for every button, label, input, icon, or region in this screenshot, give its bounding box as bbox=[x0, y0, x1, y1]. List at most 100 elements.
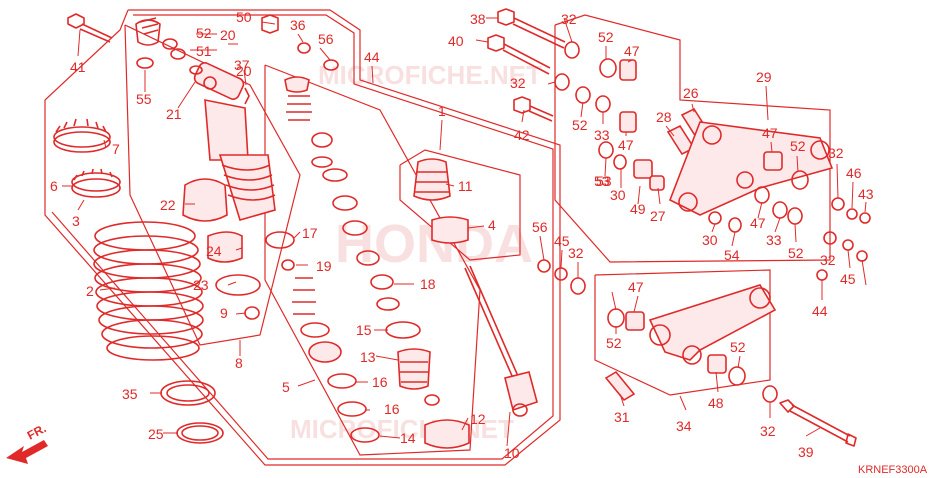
callout-26: 26 bbox=[683, 85, 699, 101]
callout-47a: 47 bbox=[624, 43, 640, 59]
callout-53b: 54 bbox=[724, 247, 740, 263]
callout-42: 42 bbox=[514, 127, 530, 143]
callout-46: 46 bbox=[846, 165, 862, 181]
callout-47b: 47 bbox=[618, 137, 634, 153]
callout-4: 4 bbox=[488, 217, 496, 233]
callout-32f: 32 bbox=[760, 423, 776, 439]
lock-nut-7 bbox=[53, 118, 111, 153]
leader-lines bbox=[62, 17, 867, 447]
callout-11: 11 bbox=[458, 178, 473, 194]
callout-12: 12 bbox=[470, 411, 486, 427]
callout-25: 25 bbox=[148, 426, 164, 442]
callout-2: 2 bbox=[86, 283, 94, 299]
frame-damper bbox=[124, 24, 301, 346]
callout-49: 50 bbox=[236, 9, 252, 25]
callout-52b: 52 bbox=[572, 117, 588, 133]
callout-16b: 16 bbox=[384, 401, 400, 417]
callout-8: 8 bbox=[235, 355, 243, 371]
callout-33b: 33 bbox=[766, 232, 782, 248]
callout-37: 37 bbox=[234, 57, 250, 73]
callout-20b: 20 bbox=[236, 63, 252, 79]
callout-52e: 52 bbox=[606, 335, 622, 351]
callout-29: 29 bbox=[756, 69, 772, 85]
callout-labels: 1 2 3 4 5 6 7 8 9 10 11 12 13 14 15 16 1… bbox=[50, 9, 874, 461]
frame-piston-kit bbox=[264, 64, 481, 456]
callout-6: 6 bbox=[50, 178, 58, 194]
front-direction-arrow: FR. bbox=[6, 421, 48, 464]
damper-body bbox=[67, 13, 339, 320]
callout-48: 49 bbox=[630, 201, 646, 217]
callout-1: 1 bbox=[438, 103, 446, 119]
callout-31: 31 bbox=[614, 409, 630, 425]
stopper-ring-25 bbox=[176, 422, 224, 444]
frame-shock-arm bbox=[554, 14, 831, 263]
watermark-bottom: MICROFICHE.NET bbox=[290, 414, 514, 444]
callout-18: 18 bbox=[420, 276, 436, 292]
callout-45a: 45 bbox=[554, 233, 570, 249]
callout-52a: 52 bbox=[598, 29, 614, 45]
callout-13: 13 bbox=[360, 349, 376, 365]
callout-16a: 16 bbox=[372, 374, 388, 390]
callout-53a: 53 bbox=[594, 173, 610, 189]
callout-54: 55 bbox=[136, 91, 152, 107]
callout-10: 10 bbox=[504, 445, 520, 461]
callout-47e: 47 bbox=[628, 279, 644, 295]
callout-36: 36 bbox=[290, 17, 306, 33]
callout-52c: 52 bbox=[790, 138, 806, 154]
lock-nut-6 bbox=[71, 168, 121, 198]
callout-52d: 52 bbox=[788, 245, 804, 261]
frame-shock-assembly bbox=[44, 9, 561, 466]
callout-51: 52 bbox=[196, 25, 212, 41]
watermark-top: MICROFICHE.NET bbox=[318, 60, 542, 90]
callout-15: 15 bbox=[356, 322, 372, 338]
shock-spring bbox=[93, 221, 204, 361]
callout-32a: 32 bbox=[561, 11, 577, 27]
callout-34: 34 bbox=[676, 418, 692, 434]
callout-39: 39 bbox=[798, 444, 814, 460]
callout-33a: 33 bbox=[594, 127, 610, 143]
callout-41: 41 bbox=[70, 59, 86, 75]
shock-arm-parts bbox=[487, 8, 871, 295]
callout-52g: 53 bbox=[596, 173, 612, 189]
callout-45b: 45 bbox=[840, 271, 856, 287]
callout-19: 19 bbox=[316, 258, 332, 274]
callout-24: 24 bbox=[206, 243, 222, 259]
callout-28: 28 bbox=[656, 109, 672, 125]
spring-seat-35 bbox=[160, 380, 216, 406]
callout-52f: 52 bbox=[730, 339, 746, 355]
callout-21: 21 bbox=[166, 106, 182, 122]
callout-38: 38 bbox=[470, 11, 486, 27]
callout-47c: 47 bbox=[762, 125, 778, 141]
callout-9: 9 bbox=[220, 305, 228, 321]
callout-40: 40 bbox=[448, 33, 464, 49]
callout-14: 14 bbox=[400, 430, 416, 446]
callout-30a: 30 bbox=[610, 187, 626, 203]
callout-55: 56 bbox=[318, 31, 334, 47]
callout-50: 51 bbox=[196, 43, 212, 59]
callout-17: 17 bbox=[302, 225, 318, 241]
callout-3: 3 bbox=[72, 213, 80, 229]
piston-rod-kit bbox=[281, 76, 538, 449]
callout-32e: 32 bbox=[820, 252, 836, 268]
callout-56a: 56 bbox=[532, 219, 548, 235]
callout-20a: 20 bbox=[220, 27, 236, 43]
callout-32b: 32 bbox=[510, 75, 526, 91]
callout-32d: 32 bbox=[568, 245, 584, 261]
callout-30b: 30 bbox=[702, 232, 718, 248]
callout-7: 7 bbox=[112, 141, 120, 157]
diagram-code: KRNEF3300A bbox=[858, 464, 928, 476]
callout-23: 23 bbox=[193, 277, 209, 293]
frame-shock-inner bbox=[51, 14, 554, 460]
front-direction-label: FR. bbox=[25, 421, 49, 442]
callout-44a: 44 bbox=[364, 49, 380, 65]
callout-5: 5 bbox=[282, 379, 290, 395]
frame-shock-link bbox=[594, 269, 771, 396]
callout-43: 43 bbox=[858, 186, 874, 202]
callout-47d: 47 bbox=[750, 215, 766, 231]
callout-32c: 32 bbox=[828, 145, 844, 161]
callout-47f: 48 bbox=[708, 395, 724, 411]
frame-bladder bbox=[399, 149, 521, 261]
callout-22: 22 bbox=[160, 197, 176, 213]
callout-44b: 44 bbox=[812, 303, 828, 319]
